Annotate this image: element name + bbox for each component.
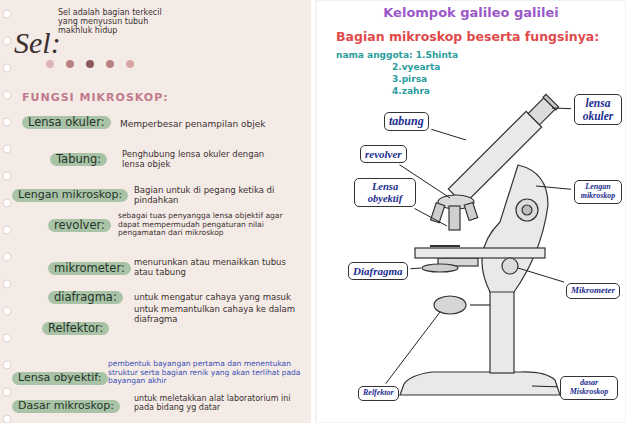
microscope-drawing <box>400 93 560 395</box>
term-label: mikrometer: <box>48 262 131 275</box>
mirror-stem <box>470 304 490 305</box>
leader-line <box>536 186 571 189</box>
part-label: Diafragma <box>353 265 403 277</box>
spiral-hole <box>3 118 11 126</box>
part-label-box: Mikrometer <box>566 283 620 299</box>
microscope-arm <box>482 165 548 292</box>
term-label: diafragma: <box>48 291 123 304</box>
spiral-hole <box>3 253 11 261</box>
objective-lens <box>431 203 445 223</box>
part-label: tabung <box>389 115 424 128</box>
spiral-hole <box>3 145 11 153</box>
term-label: Lensa okuler: <box>22 116 111 129</box>
part-label: Lengan mikroskop <box>579 183 617 201</box>
term-label: Dasar mikroskop: <box>12 400 120 413</box>
spiral-hole <box>3 361 11 369</box>
poster-panel <box>316 0 626 423</box>
description-text: untuk meletakkan alat laboratorium ini p… <box>134 394 304 412</box>
fine-knob <box>502 258 518 274</box>
description-text: Sel adalah bagian terkecil yang menyusun… <box>58 8 168 36</box>
section-heading: FUNGSI MIKROSKOP: <box>22 92 169 105</box>
part-label-box: lensa okuler <box>574 94 622 125</box>
part-label: revolver <box>365 148 402 160</box>
poster-text: 2.vyearta <box>392 62 440 72</box>
leader-line <box>552 108 571 110</box>
poster-text: 3.pirsa <box>392 74 427 84</box>
part-label: Lensa obyektif <box>359 181 411 204</box>
leader-line <box>410 268 421 270</box>
term-label: revolver: <box>48 219 111 232</box>
term-label: Relfektor: <box>42 322 109 335</box>
objective-lens <box>464 202 478 220</box>
poster-title: Kelompok galileo galilei <box>316 6 626 21</box>
description-text: Penghubung lensa okuler dengan lensa obj… <box>122 150 272 170</box>
spiral-hole <box>3 172 11 180</box>
term-label: Lengan mikroskop: <box>12 189 128 202</box>
spiral-hole <box>3 91 11 99</box>
part-label: lensa okuler <box>579 97 617 122</box>
part-label-box: Lengan mikroskop <box>574 180 622 204</box>
spiral-holes <box>3 10 11 423</box>
notebook-page <box>0 0 311 423</box>
part-label: dasar Miskroskop <box>565 379 613 397</box>
leader-line <box>432 129 466 140</box>
microscope-pillar <box>490 285 514 373</box>
term-label: Lensa obyektif: <box>12 372 108 385</box>
poster-text: Bagian mikroskop beserta fungsinya: <box>336 30 599 44</box>
leader-line <box>386 312 440 384</box>
coarse-knob <box>516 199 538 221</box>
part-label-box: Relfektor <box>358 386 399 401</box>
part-label-box: Lensa obyektif <box>354 178 416 207</box>
leader-line <box>518 268 564 282</box>
spiral-hole <box>3 307 11 315</box>
part-label-box: tabung <box>384 112 429 131</box>
stage-clip <box>430 245 460 247</box>
description-text: untuk mengatur cahaya yang masuk <box>134 293 304 303</box>
spiral-hole <box>3 415 11 423</box>
stage-plate <box>415 248 545 258</box>
description-text: Memperbesar penampilan objek <box>120 119 305 129</box>
term-label: Tabung: <box>50 153 107 166</box>
description-text: untuk memantulkan cahaya ke dalam diafra… <box>134 305 304 325</box>
dot-row <box>46 60 134 68</box>
spiral-hole <box>3 10 11 18</box>
coarse-knob-center <box>522 205 532 215</box>
poster-text: 4.zahra <box>392 86 430 96</box>
leader-line <box>415 209 447 226</box>
spiral-hole <box>3 280 11 288</box>
part-label: Relfektor <box>363 389 394 398</box>
description-text: menurunkan atau menaikkan tubus atau tab… <box>134 258 304 278</box>
tube <box>448 111 541 204</box>
page-heading: Sel: <box>14 26 61 61</box>
spiral-hole <box>3 388 11 396</box>
microscope-base <box>400 372 560 395</box>
spiral-hole <box>3 334 11 342</box>
leader-line <box>532 386 557 388</box>
part-label: Mikrometer <box>571 286 615 296</box>
spiral-hole <box>3 37 11 45</box>
diaphragm <box>422 264 458 272</box>
spiral-hole <box>3 199 11 207</box>
spiral-hole <box>3 64 11 72</box>
description-text: sebagai tuas penyangga lensa objektif ag… <box>118 212 303 238</box>
part-label-box: dasar Miskroskop <box>560 376 618 400</box>
eyepiece-rim <box>543 94 559 110</box>
part-label-box: Diafragma <box>348 262 408 280</box>
part-label-box: revolver <box>360 145 407 163</box>
description-text: Bagian untuk di pegang ketika di pindahk… <box>134 186 304 206</box>
objective-lens <box>449 206 460 230</box>
description-text: pembentuk bayangan pertama dan menentuka… <box>108 360 306 386</box>
poster-text: nama anggota: 1.Shinta <box>336 50 458 60</box>
mirror <box>434 296 466 314</box>
spiral-hole <box>3 226 11 234</box>
